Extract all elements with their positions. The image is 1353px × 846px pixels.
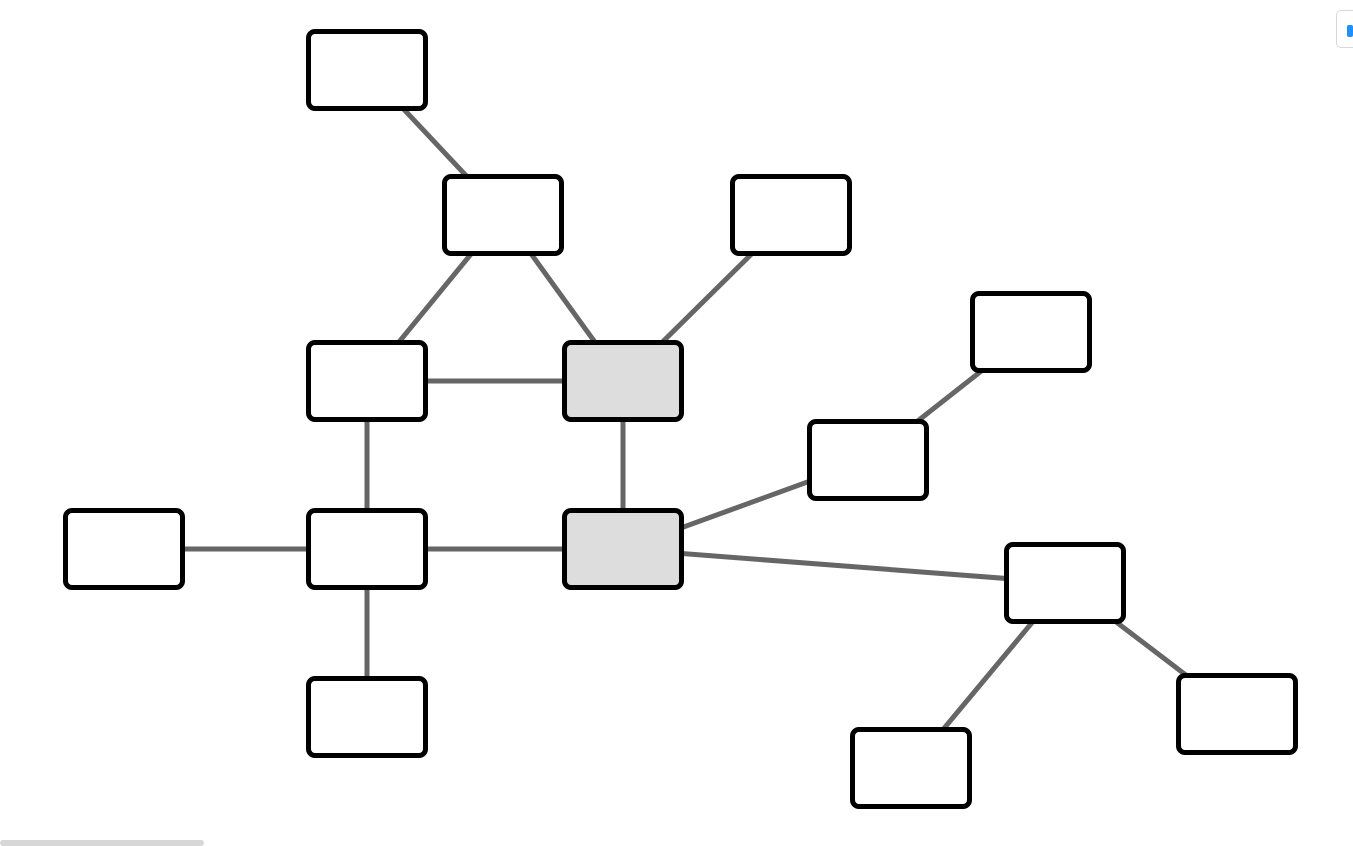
node-n10[interactable] <box>562 508 684 590</box>
tool-button[interactable] <box>1336 10 1353 48</box>
edge-n10-n12[interactable] <box>622 546 1066 586</box>
node-n8[interactable] <box>63 508 185 590</box>
node-n4[interactable] <box>306 340 428 422</box>
node-n9[interactable] <box>306 508 428 590</box>
horizontal-scrollbar[interactable] <box>0 840 204 846</box>
node-n11[interactable] <box>306 676 428 758</box>
node-n7[interactable] <box>807 419 929 501</box>
node-n1[interactable] <box>306 29 428 111</box>
node-n12[interactable] <box>1004 542 1126 624</box>
node-n13[interactable] <box>1176 673 1298 755</box>
node-n2[interactable] <box>442 174 564 256</box>
node-n5[interactable] <box>562 340 684 422</box>
node-n6[interactable] <box>970 291 1092 373</box>
node-n14[interactable] <box>850 727 972 809</box>
tool-icon <box>1347 25 1353 37</box>
node-n3[interactable] <box>730 174 852 256</box>
